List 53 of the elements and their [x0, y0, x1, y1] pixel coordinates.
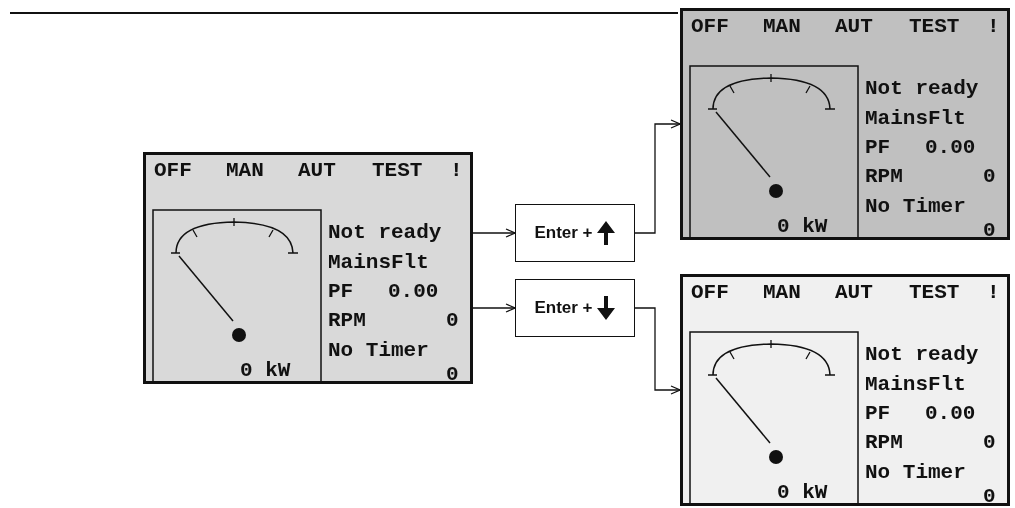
value-label: RPM [865, 165, 903, 189]
status-text: MainsFlt [865, 107, 966, 131]
value-reading: 0 [446, 309, 459, 333]
value-reading: 0 [983, 485, 996, 508]
status-text: Not ready [865, 343, 979, 367]
arrow [472, 228, 516, 238]
value-reading: 0.00 [388, 280, 439, 304]
arrow [472, 303, 516, 313]
status-text: MainsFlt [328, 251, 429, 275]
status-text: No Timer [865, 195, 966, 219]
value-reading: 0.00 [925, 136, 976, 160]
status-text: Not ready [328, 221, 442, 245]
status-text: No Timer [865, 461, 966, 485]
value-label: PF [328, 280, 354, 304]
mode-label: AUT [298, 159, 336, 183]
value-reading: 0 [983, 219, 996, 243]
value-reading: 0.00 [925, 402, 976, 426]
alarm-mark: ! [987, 15, 1000, 39]
status-text: MainsFlt [865, 373, 966, 397]
value-reading: 0 [446, 363, 459, 387]
mode-label: TEST [372, 159, 423, 183]
power-reading: 0 kW [777, 215, 828, 239]
mode-label: MAN [226, 159, 264, 183]
mode-label: OFF [154, 159, 192, 183]
key-combination-box [515, 279, 635, 337]
mode-label: MAN [763, 281, 801, 305]
key-combination-box [515, 204, 635, 262]
value-label: RPM [865, 431, 903, 455]
value-reading: 0 [983, 431, 996, 455]
mode-label: TEST [909, 15, 960, 39]
display-screen [680, 274, 1010, 506]
mode-label: AUT [835, 281, 873, 305]
mode-label: OFF [691, 15, 729, 39]
mode-label: MAN [763, 15, 801, 39]
status-text: No Timer [328, 339, 429, 363]
alarm-mark: ! [450, 159, 463, 183]
display-screen [143, 152, 473, 384]
mode-label: AUT [835, 15, 873, 39]
arrow [634, 119, 681, 234]
power-reading: 0 kW [777, 481, 828, 505]
power-reading: 0 kW [240, 359, 291, 383]
key-label: Enter + [534, 298, 593, 318]
display-screen [680, 8, 1010, 240]
status-text: Not ready [865, 77, 979, 101]
value-reading: 0 [983, 165, 996, 189]
value-label: PF [865, 136, 891, 160]
value-label: PF [865, 402, 891, 426]
value-label: RPM [328, 309, 366, 333]
arrow [634, 307, 681, 395]
mode-label: OFF [691, 281, 729, 305]
mode-label: TEST [909, 281, 960, 305]
alarm-mark: ! [987, 281, 1000, 305]
key-label: Enter + [534, 223, 593, 243]
